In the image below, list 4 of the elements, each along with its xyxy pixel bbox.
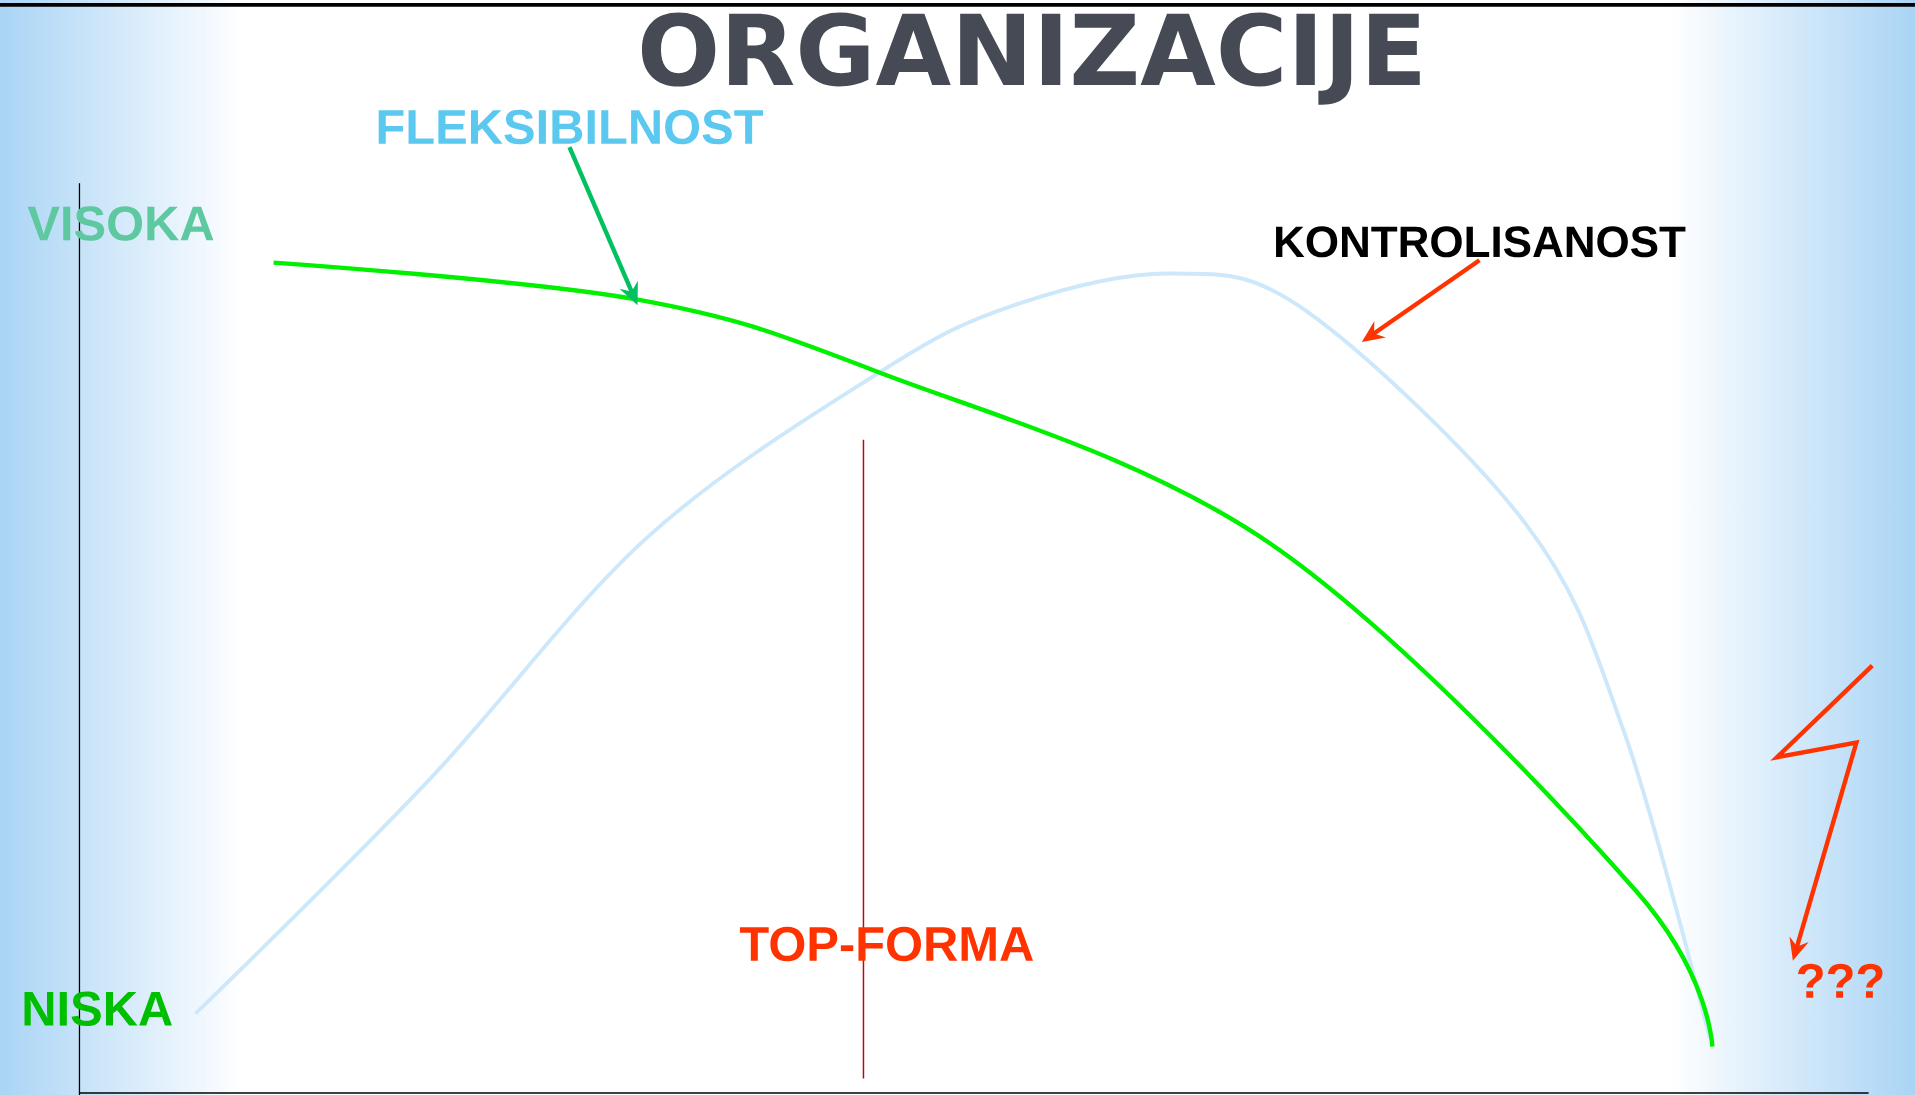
curve-label: FLEKSIBILNOST — [378, 109, 763, 145]
curve-label: KONTROLISANOST — [1276, 226, 1686, 258]
curve-label: ??? — [1798, 963, 1883, 998]
title: ORGANIZACIJE — [641, 12, 1420, 105]
